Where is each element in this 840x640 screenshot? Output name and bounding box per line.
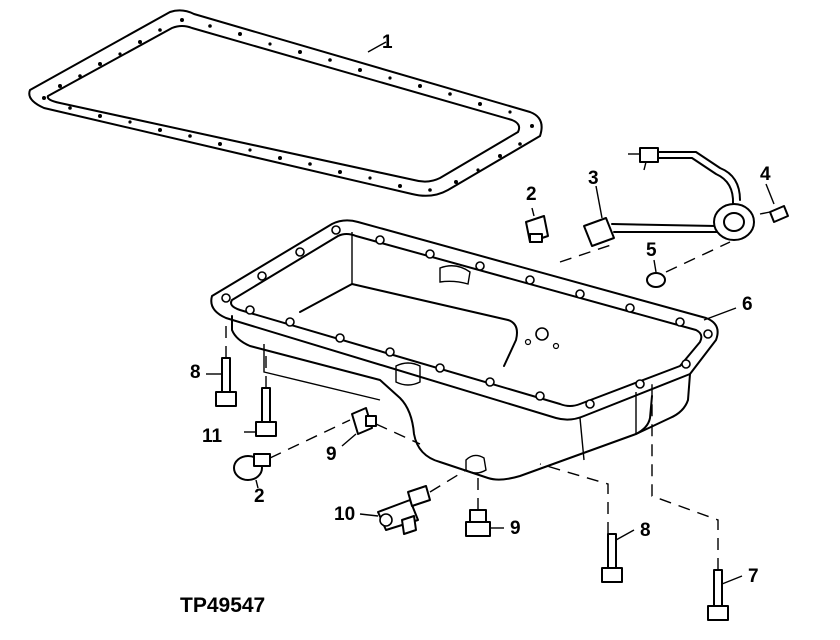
plug-lower	[233, 419, 351, 489]
cap-screw-left	[206, 318, 237, 407]
fitting-left	[341, 407, 421, 447]
o-ring	[646, 259, 666, 288]
elbow-fitting	[359, 469, 467, 535]
callout-label-plug-lower: 2	[254, 486, 265, 507]
cap-screw-small	[244, 350, 277, 437]
gasket	[28, 9, 543, 197]
callout-label-o-ring: 5	[646, 240, 657, 261]
cap-screw-right	[539, 463, 635, 583]
callout-label-fitting-left: 9	[326, 444, 337, 465]
fitting-bottom	[465, 474, 504, 537]
sensor	[559, 147, 741, 263]
oil-pan	[210, 219, 737, 481]
cap-screw-far-right	[651, 380, 743, 621]
callout-label-fitting-bottom: 9	[510, 518, 521, 539]
callout-label-gasket: 1	[382, 32, 393, 53]
callout-label-cap-screw-right: 8	[640, 520, 651, 541]
callout-label-cap-screw-left: 8	[190, 362, 201, 383]
callout-label-sensor: 3	[588, 168, 599, 189]
callout-labels: 1 2 3 4 5 6 8 11 9 2 10 9 8 7	[190, 32, 771, 587]
bracket-with-bolt	[665, 183, 789, 273]
callout-label-cap-screw-far-right: 7	[748, 566, 759, 587]
figure-id: TP49547	[180, 594, 265, 617]
callout-label-elbow: 10	[334, 504, 355, 525]
plug-upper	[525, 207, 549, 243]
callout-label-cap-screw-small: 11	[202, 426, 223, 447]
callout-label-bolt: 4	[760, 164, 771, 185]
callout-label-plug-upper: 2	[526, 184, 537, 205]
callout-label-oil-pan: 6	[742, 294, 753, 315]
